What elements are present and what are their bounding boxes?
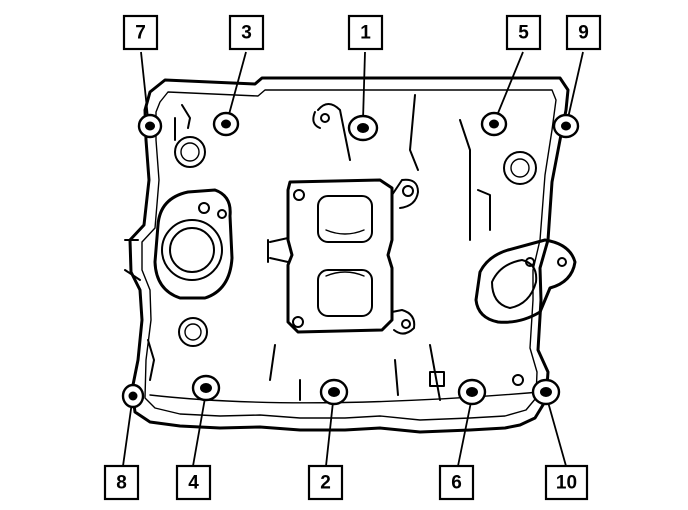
lower-right-small-hole <box>512 374 524 386</box>
bolt-9 <box>552 113 580 139</box>
bolt-5 <box>480 111 508 137</box>
bolt-4 <box>191 374 221 402</box>
leader-lines <box>122 51 584 467</box>
label-8-text: 8 <box>116 473 127 494</box>
center-rib-lower <box>269 344 441 401</box>
label-3: 3 <box>228 14 265 51</box>
leader-5 <box>495 51 524 119</box>
left-port-hole-upper <box>198 202 210 214</box>
left-port-inner <box>169 227 215 273</box>
upper-right-pad-outer <box>503 151 537 185</box>
bolt-1 <box>347 114 379 142</box>
center-top-hole <box>320 113 330 123</box>
leader-4 <box>192 397 206 467</box>
label-4-text: 4 <box>188 473 199 494</box>
leader-10 <box>547 401 567 467</box>
label-2-text: 2 <box>320 473 331 494</box>
label-8: 8 <box>103 464 140 501</box>
throttle-bore-lower <box>317 269 373 317</box>
bolt-3 <box>212 111 240 137</box>
label-1-text: 1 <box>360 23 371 44</box>
bolt-6 <box>457 378 487 406</box>
leader-8 <box>122 401 133 467</box>
leader-9 <box>567 51 584 119</box>
throttle-bore-upper-inner <box>325 229 365 235</box>
center-rib-top <box>312 103 351 161</box>
leader-1 <box>362 51 366 121</box>
left-port-outer <box>161 219 223 281</box>
leader-7 <box>140 51 149 119</box>
right-rib-b <box>409 94 419 171</box>
leader-2 <box>325 401 334 467</box>
plate-neck-left <box>267 237 289 263</box>
right-egr-port <box>491 259 538 309</box>
manifold-inner-rim <box>141 89 557 421</box>
label-5: 5 <box>505 14 542 51</box>
right-rib-a <box>459 119 491 241</box>
bolt-7 <box>137 113 163 139</box>
label-5-text: 5 <box>518 23 529 44</box>
plate-ear-bottom-right <box>391 309 416 335</box>
upper-right-pad-inner <box>510 158 530 178</box>
label-9-text: 9 <box>578 23 589 44</box>
label-6: 6 <box>438 464 475 501</box>
plate-ear-hole-bottom-right <box>401 319 411 329</box>
leader-3 <box>227 51 247 119</box>
label-9: 9 <box>565 14 602 51</box>
throttle-mount-plate <box>286 178 394 334</box>
left-port-boss <box>153 188 234 300</box>
plate-ear-hole-right <box>402 185 414 197</box>
intake-manifold <box>124 76 577 434</box>
bolt-8 <box>121 383 145 409</box>
right-egr-hole-b <box>525 257 535 267</box>
bolts <box>121 111 580 409</box>
upper-left-pad-inner <box>180 142 200 162</box>
left-port-hole-lower <box>217 209 227 219</box>
leader-6 <box>457 401 472 467</box>
plate-ear-right <box>391 178 419 209</box>
right-egr-flange <box>474 238 577 324</box>
left-side-tube <box>124 239 155 381</box>
label-7-text: 7 <box>135 23 146 44</box>
label-3-text: 3 <box>241 23 252 44</box>
throttle-bore-lower-inner <box>325 271 365 277</box>
right-egr-hole-a <box>557 257 567 267</box>
plate-hole-top-left <box>293 189 305 201</box>
label-6-text: 6 <box>451 473 462 494</box>
upper-left-pad-outer <box>174 136 206 168</box>
label-7: 7 <box>122 14 159 51</box>
lower-left-pad-inner <box>184 323 202 341</box>
lower-left-pad-outer <box>178 317 208 347</box>
label-4: 4 <box>175 464 212 501</box>
label-10-text: 10 <box>556 473 577 494</box>
sequence-labels: 7 3 1 5 9 8 4 2 <box>103 14 602 501</box>
bolt-10 <box>531 378 561 406</box>
label-2: 2 <box>307 464 344 501</box>
upper-left-rib <box>174 104 191 141</box>
throttle-bore-upper <box>317 195 373 243</box>
plate-hole-bottom-left <box>292 316 304 328</box>
label-1: 1 <box>347 14 384 51</box>
label-10: 10 <box>544 464 589 501</box>
bolt-2 <box>319 378 349 406</box>
